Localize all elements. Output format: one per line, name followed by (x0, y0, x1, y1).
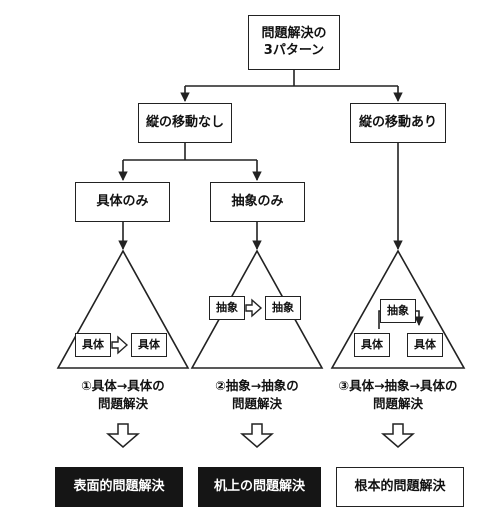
t3-concrete-left: 具体 (354, 333, 390, 357)
t3-concrete-right: 具体 (407, 333, 443, 357)
down-arrow-1-icon (105, 423, 141, 448)
caption-2-line2: 問題解決 (231, 396, 282, 412)
concrete-only-box: 具体のみ (75, 182, 170, 222)
down-arrow-2-icon (239, 423, 275, 448)
down-arrow-3-icon (380, 423, 416, 448)
caption-1-line2: 問題解決 (97, 396, 148, 412)
root-line1: 問題解決の (261, 26, 327, 42)
caption-3-line2: 問題解決 (372, 396, 423, 412)
t3-abstract-top: 抽象 (380, 299, 416, 323)
result-desk-box: 机上の問題解決 (198, 467, 321, 507)
caption-3-line1: ③具体→抽象→具体の (338, 378, 458, 393)
caption-2: ②抽象→抽象の 問題解決 (182, 377, 332, 413)
caption-3: ③具体→抽象→具体の 問題解決 (318, 377, 478, 413)
caption-1: ①具体→具体の 問題解決 (48, 377, 198, 413)
t2-abstract-right: 抽象 (265, 296, 301, 320)
branch-vertical-box: 縦の移動あり (350, 103, 446, 143)
triangle-3 (330, 249, 466, 369)
caption-2-line1: ②抽象→抽象の (215, 378, 299, 393)
t1-concrete-left: 具体 (75, 333, 111, 357)
branch-no-vertical-box: 縦の移動なし (138, 103, 232, 143)
t2-abstract-left: 抽象 (209, 296, 245, 320)
triangle-1 (56, 249, 190, 369)
right-arrow-t2-icon (245, 298, 263, 318)
t1-concrete-right: 具体 (131, 333, 167, 357)
abstract-only-box: 抽象のみ (210, 182, 305, 222)
right-arrow-t1-icon (111, 335, 129, 355)
result-surface-box: 表面的問題解決 (55, 467, 183, 507)
root-line2: 3パターン (263, 42, 325, 58)
caption-1-line1: ①具体→具体の (81, 378, 165, 393)
result-root-box: 根本的問題解決 (336, 467, 464, 507)
root-box: 問題解決の 3パターン (248, 15, 340, 70)
